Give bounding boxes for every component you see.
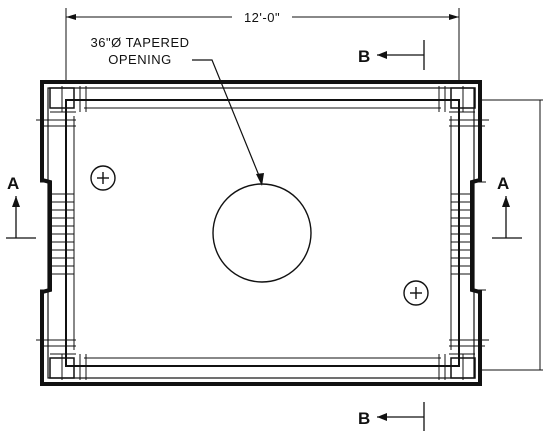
dimension-arrow-left xyxy=(66,14,76,20)
section-marker-a-right: A xyxy=(492,174,522,239)
section-marker-b-top: B xyxy=(358,40,425,70)
right-wall-ribs xyxy=(449,119,489,347)
section-marker-a-left: A xyxy=(6,174,36,239)
callout-line-2: OPENING xyxy=(108,52,171,67)
top-dimension: 12'-0" xyxy=(65,8,460,80)
dimension-arrow-right xyxy=(449,14,459,20)
left-wall-ribs xyxy=(36,119,76,347)
opening-callout: 36"Ø TAPERED OPENING xyxy=(91,35,264,186)
section-a-right-label: A xyxy=(497,174,509,193)
callout-arrowhead xyxy=(256,173,264,186)
width-dimension-label: 12'-0" xyxy=(244,10,280,25)
insert-marker-left xyxy=(90,165,116,191)
callout-line-1: 36"Ø TAPERED xyxy=(91,35,190,50)
outer-wall xyxy=(40,80,482,386)
section-b-top-label: B xyxy=(358,47,370,66)
corner-top-left xyxy=(49,86,87,113)
insert-marker-right xyxy=(403,280,429,306)
section-a-left-label: A xyxy=(7,174,19,193)
section-b-bottom-label: B xyxy=(358,409,370,428)
inner-slab xyxy=(65,99,460,367)
callout-leader xyxy=(192,59,263,184)
corner-bottom-left xyxy=(49,353,87,380)
corner-top-right xyxy=(438,86,476,113)
section-marker-b-bottom: B xyxy=(358,402,425,431)
tapered-opening-circle xyxy=(212,183,312,283)
corner-bottom-right xyxy=(438,353,476,380)
right-dimension xyxy=(480,99,543,371)
